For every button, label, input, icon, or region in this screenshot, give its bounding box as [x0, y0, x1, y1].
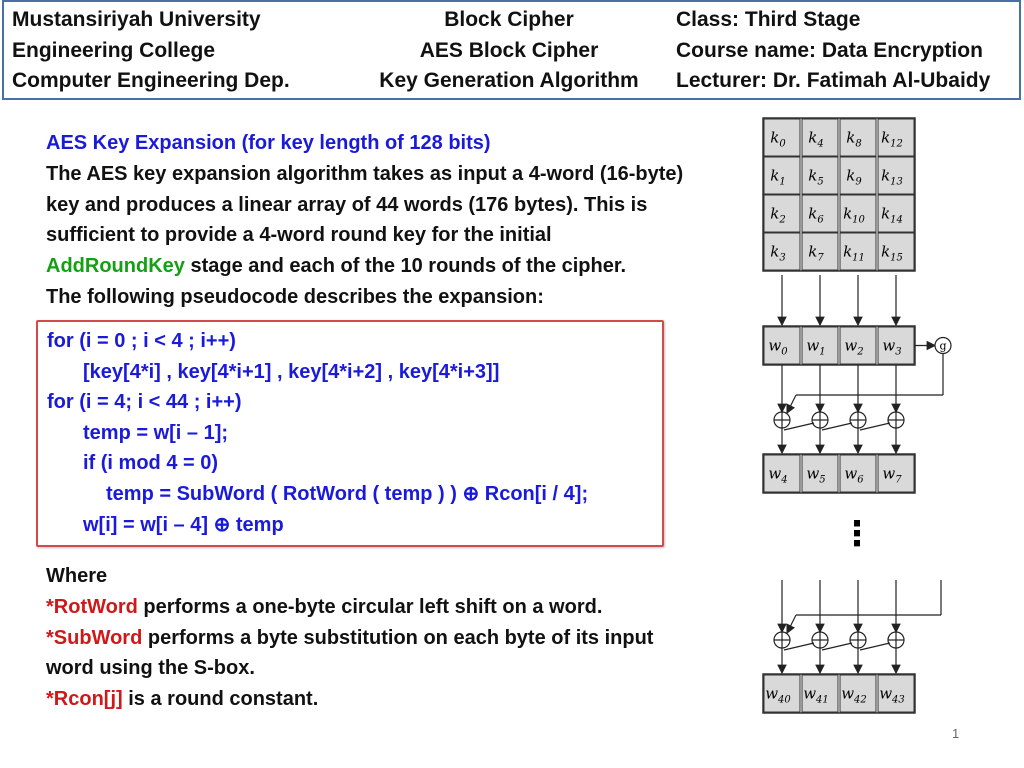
pseudocode-box: for (i = 0 ; i < 4 ; i++) [key[4*i] , ke…: [36, 320, 664, 547]
intro-line: The AES key expansion algorithm takes as…: [46, 162, 684, 185]
rcon-desc: is a round constant.: [122, 688, 319, 711]
g-label: g: [939, 340, 946, 353]
key-cell: k10: [839, 194, 877, 233]
word-cell: w3: [877, 326, 915, 365]
header-right: Class: Third Stage Course name: Data Enc…: [676, 5, 990, 97]
where-heading: Where: [46, 565, 108, 587]
word-cell: w40: [763, 674, 801, 713]
code-line: temp = SubWord ( RotWord ( temp ) ) ⊕ Rc…: [106, 482, 589, 505]
code-line: for (i = 0 ; i < 4 ; i++): [47, 330, 236, 352]
intro-line: AddRoundKey stage and each of the 10 rou…: [46, 251, 746, 282]
college-name: Engineering College: [12, 38, 216, 62]
code-line: temp = w[i – 1];: [83, 421, 229, 444]
word-cell: w42: [839, 674, 877, 713]
word-cell: w6: [839, 454, 877, 493]
key-cell: k9: [839, 156, 877, 195]
intro-line: key and produces a linear array of 44 wo…: [46, 193, 648, 216]
key-cell: k11: [839, 232, 877, 271]
key-cell: k1: [763, 156, 801, 195]
addroundkey-keyword: AddRoundKey: [46, 255, 185, 278]
key-cell: k8: [839, 118, 877, 157]
rotword-keyword: RotWord: [53, 595, 138, 618]
lecturer-name: Lecturer: Dr. Fatimah Al-Ubaidy: [676, 69, 991, 92]
subword-definition: *SubWord performs a byte substitution on…: [46, 623, 653, 654]
word-cell: w7: [877, 454, 915, 493]
diagram-wires: g⋮: [773, 275, 952, 675]
definitions: Where *RotWord performs a one-byte circu…: [46, 561, 653, 715]
class-stage: Class: Third Stage: [676, 8, 861, 31]
bullet-star: *: [46, 595, 54, 618]
key-cell: k15: [877, 232, 915, 271]
code-line: w[i] = w[i – 4] ⊕ temp: [83, 513, 284, 536]
intro-text: AES Key Expansion (for key length of 128…: [46, 128, 746, 313]
key-cell: k14: [877, 194, 915, 233]
word-cell: w41: [801, 674, 839, 713]
university-name: Mustansiriyah University: [12, 8, 261, 31]
header-box: Mustansiriyah University Engineering Col…: [2, 0, 1021, 100]
word-cell: w2: [839, 326, 877, 365]
rcon-definition: *Rcon[j] is a round constant.: [46, 684, 653, 715]
rotword-desc: performs a one-byte circular left shift …: [137, 595, 603, 618]
topic-line-1: Block Cipher: [444, 8, 574, 31]
intro-line: The following pseudocode describes the e…: [46, 285, 544, 308]
bullet-star: *: [46, 626, 54, 649]
key-cell: k12: [877, 118, 915, 157]
header-left: Mustansiriyah University Engineering Col…: [12, 5, 290, 97]
key-cell: k13: [877, 156, 915, 195]
code-line: for (i = 4; i < 44 ; i++): [47, 391, 242, 414]
bullet-star: *: [46, 688, 54, 711]
rotword-definition: *RotWord performs a one-byte circular le…: [46, 592, 653, 623]
subword-definition-cont: word using the S-box.: [46, 657, 255, 680]
key-cell: k5: [801, 156, 839, 195]
key-cell: k6: [801, 194, 839, 233]
intro-line-rest: stage and each of the 10 rounds of the c…: [184, 255, 627, 278]
pseudocode: for (i = 0 ; i < 4 ; i++) [key[4*i] , ke…: [47, 326, 588, 540]
ellipsis: ⋮: [840, 514, 874, 554]
word-cell: w43: [877, 674, 915, 713]
word-cell: w0: [763, 326, 801, 365]
code-line: if (i mod 4 = 0): [83, 452, 219, 475]
subword-keyword: SubWord: [53, 626, 143, 649]
key-cell: k4: [801, 118, 839, 157]
course-name: Course name: Data Encryption: [676, 38, 983, 62]
code-line: [key[4*i] , key[4*i+1] , key[4*i+2] , ke…: [83, 360, 500, 383]
page-number: 1: [952, 726, 960, 741]
header-middle: Block Cipher AES Block Cipher Key Genera…: [359, 5, 659, 97]
section-title: AES Key Expansion (for key length of 128…: [46, 132, 491, 154]
word-cell: w1: [801, 326, 839, 365]
intro-line: sufficient to provide a 4-word round key…: [46, 224, 552, 247]
department-name: Computer Engineering Dep.: [12, 69, 290, 92]
word-cell: w4: [763, 454, 801, 493]
key-cell: k2: [763, 194, 801, 233]
rcon-keyword: Rcon[j]: [53, 688, 123, 711]
key-cell: k7: [801, 232, 839, 271]
topic-line-3: Key Generation Algorithm: [379, 69, 639, 92]
word-cell: w5: [801, 454, 839, 493]
key-cell: k0: [763, 118, 801, 157]
topic-line-2: AES Block Cipher: [419, 38, 599, 62]
subword-desc: performs a byte substitution on each byt…: [142, 626, 654, 649]
key-cell: k3: [763, 232, 801, 271]
